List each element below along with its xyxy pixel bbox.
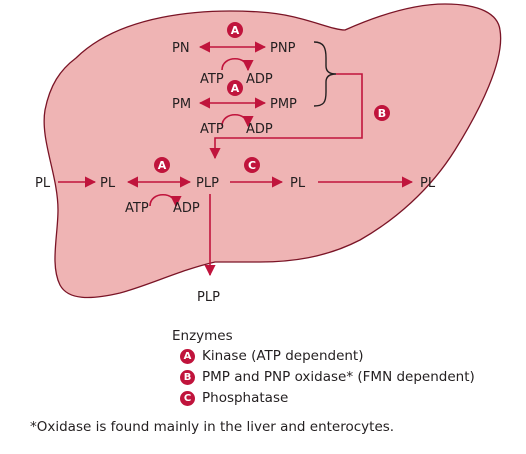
badge-a-3 bbox=[154, 157, 170, 173]
atp-label-3: ATP bbox=[125, 201, 149, 216]
atp-adp-arc-1 bbox=[221, 57, 254, 72]
badge-b-letter: B bbox=[378, 107, 386, 120]
pmp-label: PMP bbox=[270, 97, 297, 112]
atp-adp-arc-2 bbox=[221, 113, 254, 128]
plp-bottom-label: PLP bbox=[197, 290, 220, 305]
badge-a-1-letter: A bbox=[231, 24, 240, 37]
pl-inside-label: PL bbox=[100, 176, 116, 191]
adp-label-1: ADP bbox=[246, 72, 273, 87]
pn-label: PN bbox=[172, 41, 190, 56]
liver-shape bbox=[43, 3, 502, 299]
pl-outside-right-label: PL bbox=[420, 176, 436, 191]
adp-label-2: ADP bbox=[246, 122, 273, 137]
adp-label-3: ADP bbox=[173, 201, 200, 216]
pnp-label: PNP bbox=[270, 41, 296, 56]
badge-b bbox=[374, 105, 390, 121]
badge-a-2 bbox=[227, 80, 243, 96]
badge-c-letter: C bbox=[248, 159, 256, 172]
badge-a-3-letter: A bbox=[158, 159, 167, 172]
pm-label: PM bbox=[172, 97, 191, 112]
pl-outside-left-label: PL bbox=[35, 176, 51, 191]
badge-c bbox=[244, 157, 260, 173]
pl-after-label: PL bbox=[290, 176, 306, 191]
atp-label-2: ATP bbox=[200, 122, 224, 137]
oxidase-path-arrow bbox=[209, 73, 363, 160]
atp-label-1: ATP bbox=[200, 72, 224, 87]
atp-adp-arc-3 bbox=[149, 193, 182, 208]
badge-a-2-letter: A bbox=[231, 82, 240, 95]
badge-a-1 bbox=[227, 22, 243, 38]
plp-label: PLP bbox=[196, 176, 219, 191]
